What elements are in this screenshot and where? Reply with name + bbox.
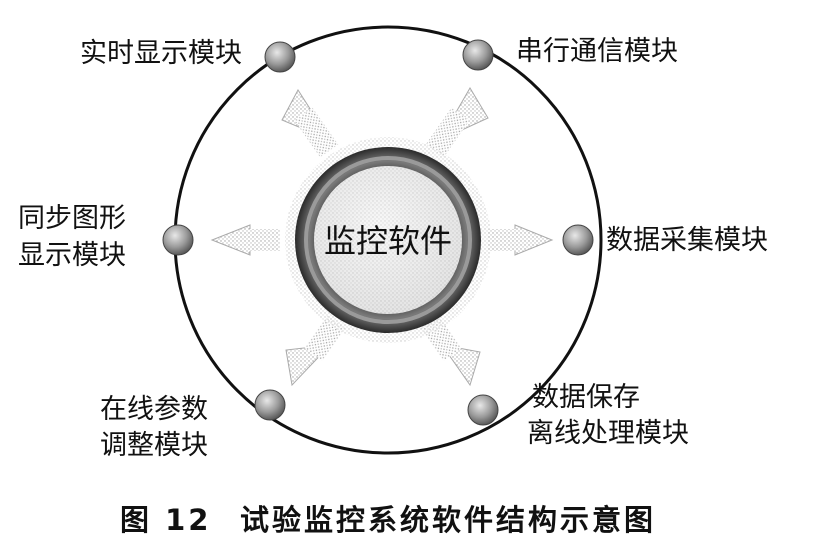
label-online-params-line2: 调整模块 [100,430,208,461]
label-serial-comm: 串行通信模块 [516,36,678,67]
label-data-storage-line2: 离线处理模块 [527,418,689,449]
node-data-acquisition[interactable] [562,224,594,256]
arrow-shaft-serial-comm [425,107,470,158]
label-online-params-line1: 在线参数 [100,394,208,425]
figure-number: 图 12 [120,503,211,537]
center-inner-texture [314,166,462,314]
node-serial-comm[interactable] [462,39,494,71]
label-realtime-display: 实时显示模块 [80,38,242,69]
ring-nodes [162,39,594,426]
arrow-shaft-realtime-display [294,107,339,158]
node-data-storage[interactable] [467,394,499,426]
figure-caption: 图 12 试验监控系统软件结构示意图 [120,503,656,537]
figure-title: 试验监控系统软件结构示意图 [240,503,656,537]
center-band-highlight [304,156,472,324]
label-data-acquisition: 数据采集模块 [606,225,768,256]
arrow-shaft-data-acquisition [488,229,518,251]
arrow-shaft-sync-graphics [248,229,280,251]
center-hub: 监控软件 [285,137,491,343]
node-realtime-display[interactable] [264,41,296,73]
label-data-storage-line1: 数据保存 [532,382,640,413]
node-online-params[interactable] [254,389,286,421]
arrow-to-sync-graphics [210,224,251,256]
label-sync-graphics-line1: 同步图形 [18,203,126,234]
node-sync-graphics[interactable] [162,224,194,256]
center-label: 监控软件 [324,222,452,260]
module-labels: 实时显示模块 串行通信模块 数据采集模块 数据保存 离线处理模块 在线参数 调整… [18,36,768,461]
arrow-to-data-acquisition [514,224,554,256]
label-sync-graphics-line2: 显示模块 [18,240,126,271]
